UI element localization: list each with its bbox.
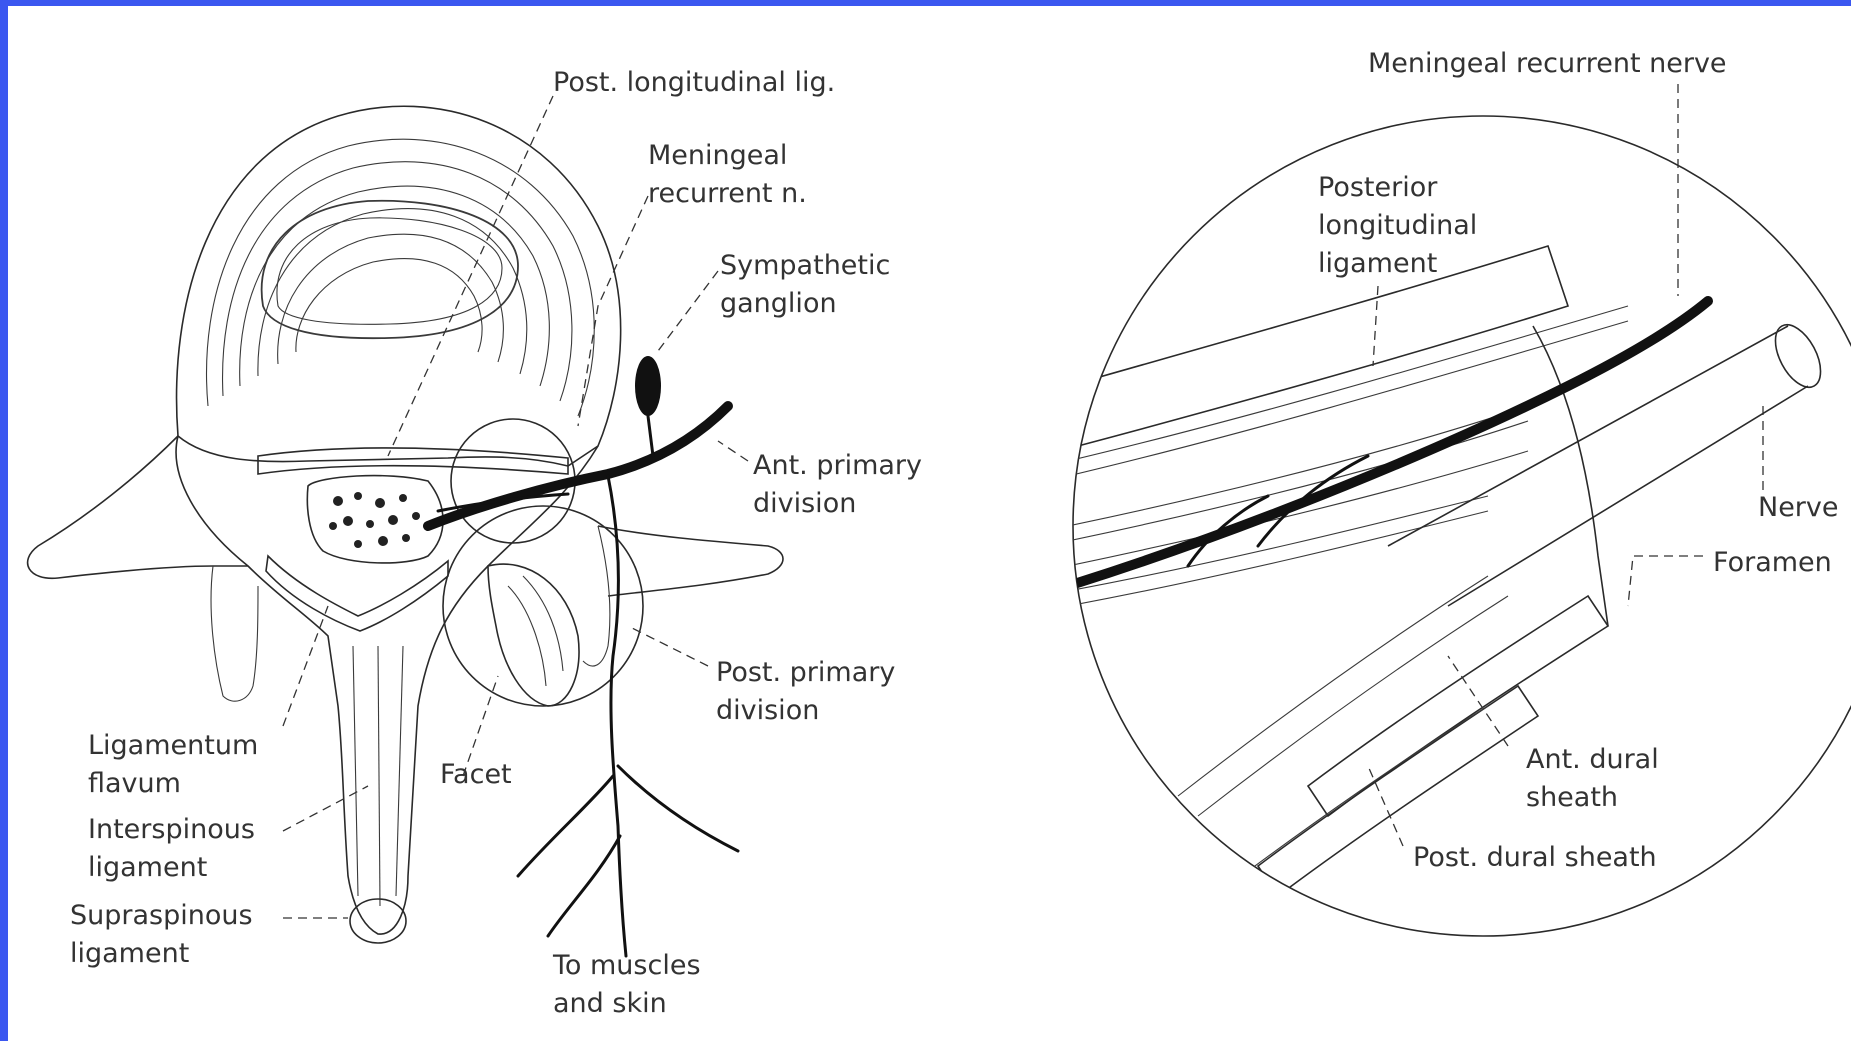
label-interspinous-2: ligament — [88, 852, 207, 883]
label-post-dural-sheath: Post. dural sheath — [1413, 842, 1657, 873]
label-posterior-2: longitudinal — [1318, 210, 1477, 241]
label-nerve: Nerve — [1758, 492, 1839, 523]
transverse-process-right — [598, 526, 783, 596]
label-sympathetic-1: Sympathetic — [720, 250, 890, 281]
label-ligamentum-flavum-1: Ligamentum — [88, 730, 258, 761]
label-ant-primary-2: division — [753, 488, 856, 519]
label-post-primary-2: division — [716, 695, 819, 726]
disc-lamellae — [207, 139, 595, 416]
ligamentum-flavum — [266, 556, 448, 631]
label-ant-primary-1: Ant. primary — [753, 450, 922, 481]
posterior-primary-division — [608, 476, 626, 956]
figure-canvas: Post. longitudinal lig. Meningeal recurr… — [8, 6, 1851, 1041]
label-posterior-3: ligament — [1318, 248, 1437, 279]
label-supraspinous-1: Supraspinous — [70, 900, 253, 931]
meningeal-recurrent-nerve — [1068, 301, 1708, 586]
facet-joint — [488, 564, 579, 706]
label-post-longitudinal-lig: Post. longitudinal lig. — [553, 67, 835, 98]
vertebral-body — [177, 106, 621, 466]
label-meningeal-recurrent-2: recurrent n. — [648, 178, 807, 209]
leader-interspinous — [283, 786, 368, 831]
transverse-process-left — [28, 436, 248, 578]
leader-sympathetic — [658, 271, 718, 351]
label-interspinous-1: Interspinous — [88, 814, 255, 845]
label-supraspinous-2: ligament — [70, 938, 189, 969]
label-meningeal-recurrent-nerve: Meningeal recurrent nerve — [1368, 48, 1727, 79]
label-muscles-2: and skin — [553, 988, 667, 1019]
leader-foramen — [1628, 556, 1703, 606]
leader-post-primary — [628, 626, 708, 666]
label-ant-dural-1: Ant. dural — [1526, 744, 1659, 775]
label-ant-dural-2: sheath — [1526, 782, 1618, 813]
sympathetic-ganglion — [635, 356, 661, 416]
label-muscles-1: To muscles — [552, 950, 701, 981]
label-foramen: Foramen — [1713, 547, 1832, 578]
leader-ligamentum-flavum — [283, 606, 328, 726]
spinal-anatomy-diagram: Post. longitudinal lig. Meningeal recurr… — [8, 6, 1851, 1041]
leader-ant-dural — [1448, 656, 1508, 746]
cauda-equina-dots — [329, 492, 420, 548]
label-post-primary-1: Post. primary — [716, 657, 895, 688]
leader-post-dural — [1368, 766, 1403, 846]
spinal-canal — [307, 476, 443, 563]
left-panel-labels: Post. longitudinal lig. Meningeal recurr… — [70, 67, 922, 1019]
label-facet: Facet — [440, 759, 512, 790]
label-ligamentum-flavum-2: flavum — [88, 768, 181, 799]
label-posterior-1: Posterior — [1318, 172, 1438, 203]
label-meningeal-recurrent-1: Meningeal — [648, 140, 787, 171]
leader-ant-primary — [718, 441, 748, 461]
label-sympathetic-2: ganglion — [720, 288, 837, 319]
